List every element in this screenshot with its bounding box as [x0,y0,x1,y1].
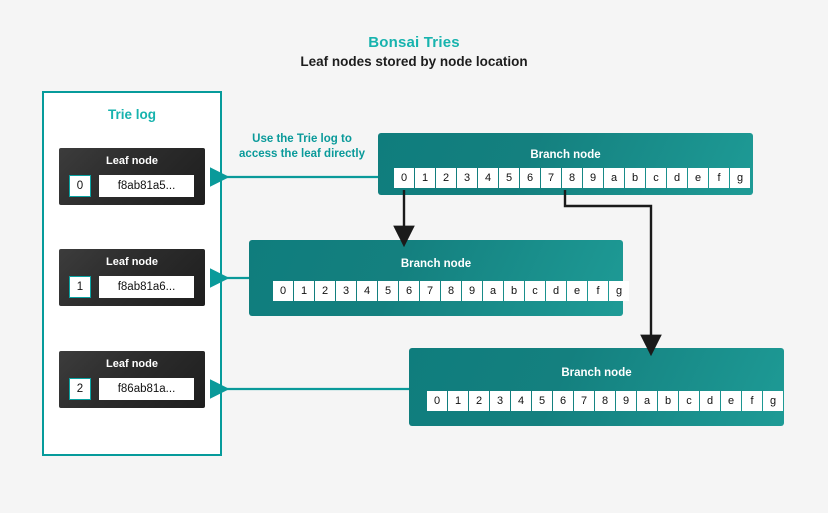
branch-cell-9[interactable]: 9 [583,168,603,188]
branch-cell-4[interactable]: 4 [478,168,498,188]
branch-cell-d[interactable]: d [667,168,687,188]
branch-node-label: Branch node [400,258,472,270]
branch-cell-a[interactable]: a [637,391,657,411]
branch-cell-0[interactable]: 0 [273,281,293,301]
leaf-node-label: Leaf node [106,155,158,167]
branch-cell-1[interactable]: 1 [448,391,468,411]
annotation-line-1: Use the Trie log to [252,133,352,145]
leaf-hash-value: f86ab81a... [99,378,194,400]
branch-cell-g[interactable]: g [609,281,629,301]
branch-cell-b[interactable]: b [504,281,524,301]
leaf-node-2[interactable]: Leaf node 2 f86ab81a... [59,351,205,408]
branch-cell-0[interactable]: 0 [394,168,414,188]
page-title: Bonsai Tries [368,34,460,51]
branch-cell-e[interactable]: e [721,391,741,411]
annotation-line-2: access the leaf directly [239,148,365,160]
leaf-index-badge: 1 [69,276,91,298]
branch-cell-d[interactable]: d [546,281,566,301]
branch-cell-c[interactable]: c [679,391,699,411]
branch-cell-8[interactable]: 8 [441,281,461,301]
branch-cell-6[interactable]: 6 [399,281,419,301]
leaf-hash-value: f8ab81a5... [99,175,194,197]
branch-cell-f[interactable]: f [742,391,762,411]
branch-cell-3[interactable]: 3 [457,168,477,188]
leaf-node-1[interactable]: Leaf node 1 f8ab81a6... [59,249,205,306]
branch-cell-5[interactable]: 5 [499,168,519,188]
trie-log-title: Trie log [107,107,156,122]
branch-cell-0[interactable]: 0 [427,391,447,411]
branch-cell-b[interactable]: b [625,168,645,188]
leaf-hash-value: f8ab81a6... [99,276,194,298]
leaf-node-0[interactable]: Leaf node 0 f8ab81a5... [59,148,205,205]
branch-node-label: Branch node [530,149,601,161]
leaf-node-label: Leaf node [106,256,158,268]
branch-cell-9[interactable]: 9 [616,391,636,411]
branch-cell-8[interactable]: 8 [562,168,582,188]
leaf-node-row: 1 f8ab81a6... [69,276,194,298]
branch-cell-4[interactable]: 4 [511,391,531,411]
leaf-index-badge: 0 [69,175,91,197]
branch-cell-g[interactable]: g [730,168,750,188]
branch-cell-7[interactable]: 7 [420,281,440,301]
branch-cell-d[interactable]: d [700,391,720,411]
branch-cell-5[interactable]: 5 [378,281,398,301]
trie-log-annotation: Use the Trie log to access the leaf dire… [228,132,376,162]
branch-cell-e[interactable]: e [688,168,708,188]
branch-cell-f[interactable]: f [709,168,729,188]
branch-cell-6[interactable]: 6 [553,391,573,411]
branch-cell-3[interactable]: 3 [336,281,356,301]
branch-cell-g[interactable]: g [763,391,783,411]
leaf-index-badge: 2 [69,378,91,400]
branch-cell-8[interactable]: 8 [595,391,615,411]
branch-node-label: Branch node [561,367,632,379]
branch-cell-f[interactable]: f [588,281,608,301]
branch-cell-9[interactable]: 9 [462,281,482,301]
branch-cell-7[interactable]: 7 [541,168,561,188]
branch-cell-4[interactable]: 4 [357,281,377,301]
branch-cell-2[interactable]: 2 [436,168,456,188]
branch-cell-e[interactable]: e [567,281,587,301]
branch-cell-7[interactable]: 7 [574,391,594,411]
branch-cell-a[interactable]: a [604,168,624,188]
leaf-node-row: 0 f8ab81a5... [69,175,194,197]
branch-cell-1[interactable]: 1 [415,168,435,188]
branch-cell-1[interactable]: 1 [294,281,314,301]
branch-cell-c[interactable]: c [646,168,666,188]
branch-cell-a[interactable]: a [483,281,503,301]
leaf-node-label: Leaf node [106,358,158,370]
branch-cell-2[interactable]: 2 [469,391,489,411]
branch-cell-b[interactable]: b [658,391,678,411]
branch-cell-6[interactable]: 6 [520,168,540,188]
branch-cell-c[interactable]: c [525,281,545,301]
leaf-node-row: 2 f86ab81a... [69,378,194,400]
page-subtitle: Leaf nodes stored by node location [300,54,528,69]
branch-cell-5[interactable]: 5 [532,391,552,411]
branch-cell-3[interactable]: 3 [490,391,510,411]
branch-cell-2[interactable]: 2 [315,281,335,301]
